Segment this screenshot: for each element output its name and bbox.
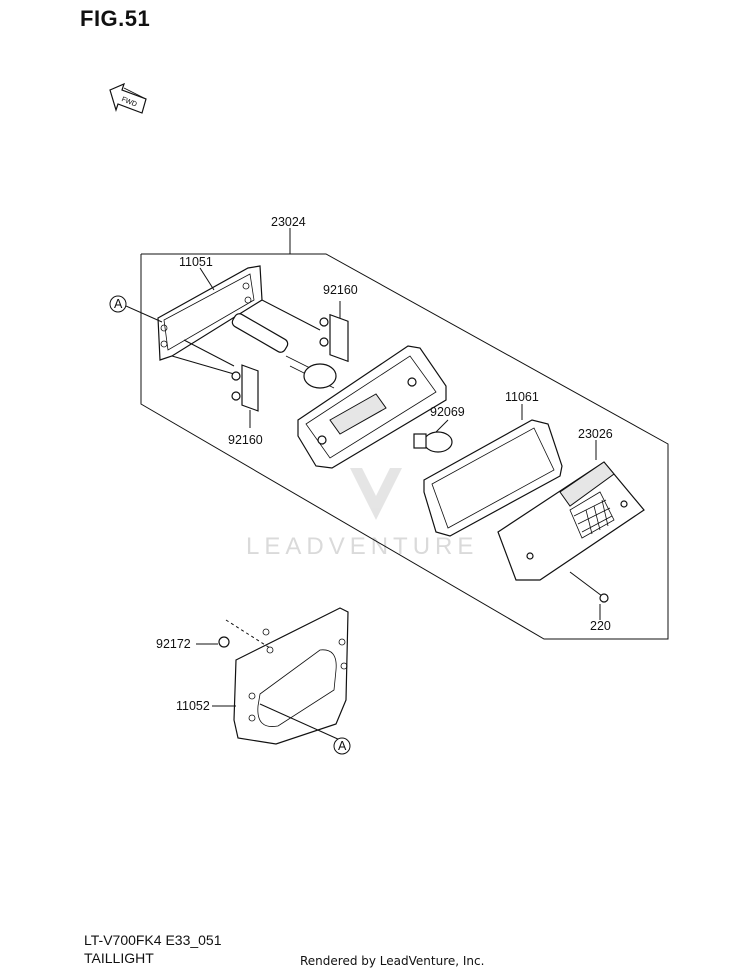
leadventure-watermark: LEADVENTURE [246,468,478,560]
watermark-text: LEADVENTURE [246,533,478,560]
callout-a-upper: A [109,295,163,323]
part-label: 220 [590,619,611,633]
part-label: 11061 [505,390,539,404]
terminal-92160-upper [319,301,349,363]
screw-92172 [196,636,230,648]
svg-text:A: A [338,739,347,753]
mounting-bracket-11052 [212,607,349,745]
part-label: 92069 [430,405,465,419]
figure-title: FIG.51 [80,6,151,31]
part-label: 11052 [176,699,210,713]
part-label: 11051 [179,255,213,269]
bulb-holder [231,313,337,389]
part-label: 92160 [323,283,358,297]
assembly-outline [140,253,669,640]
screw-220 [569,571,609,620]
lens-23026 [497,440,645,581]
part-label: 23024 [271,215,306,229]
part-label: 92160 [228,433,263,447]
part-label: 92172 [156,637,191,651]
gasket-11061 [423,404,563,537]
render-credit: Rendered by LeadVenture, Inc. [300,954,485,968]
lamp-housing [297,345,447,469]
fwd-arrow-icon: FWD [109,82,147,114]
model-code: LT-V700FK4 E33_051 [84,932,222,948]
callout-a-lower: A [333,737,351,755]
assembly-name: TAILLIGHT [84,950,154,966]
terminal-92160-lower [231,364,259,428]
bulb-92069 [413,419,453,453]
socket-bracket-11051 [157,265,263,361]
svg-text:A: A [114,297,123,311]
part-label: 23026 [578,427,613,441]
